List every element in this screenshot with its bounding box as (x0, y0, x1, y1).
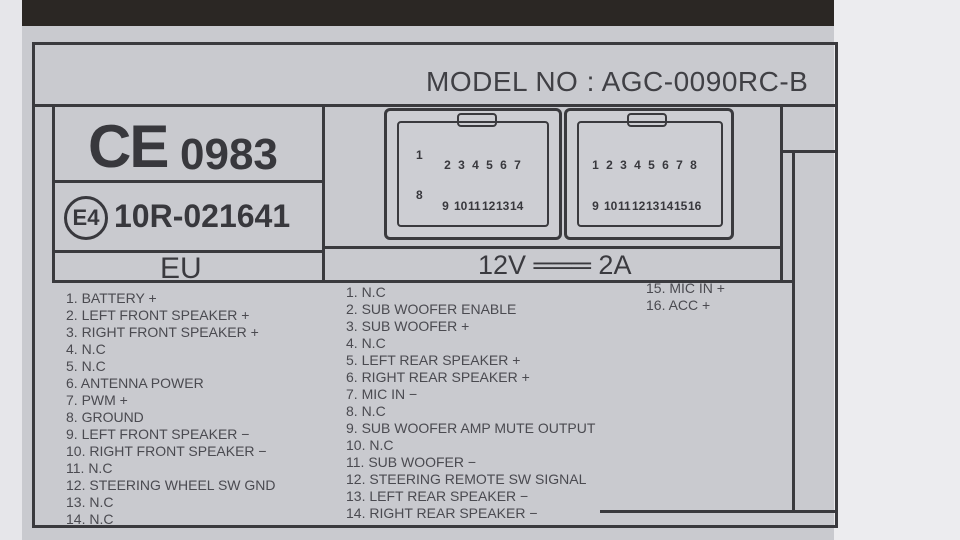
connector-b-latch (627, 113, 667, 127)
pin-description: 8. N.C (346, 403, 386, 419)
pin-description: 8. GROUND (66, 409, 144, 425)
ce-number: 0983 (180, 130, 278, 179)
ce-mark: CE (88, 113, 169, 180)
e-approval-number: 10R-021641 (114, 198, 291, 234)
pin-description: 11. SUB WOOFER − (346, 454, 477, 470)
divider-bottom (600, 510, 838, 513)
label-frame (32, 42, 838, 528)
pin-description: 13. N.C (66, 494, 114, 510)
pin-description: 6. RIGHT REAR SPEAKER + (346, 369, 530, 385)
connector-b-pin-label: 3 (620, 158, 627, 172)
pin-description: 3. RIGHT FRONT SPEAKER + (66, 324, 259, 340)
connector-a-pin-label: 5 (486, 158, 493, 172)
connector-a-pin-label: 4 (472, 158, 479, 172)
pin-description: 15. MIC IN + (646, 280, 725, 296)
pin-description: 4. N.C (346, 335, 386, 351)
divider-left-edge (52, 104, 55, 280)
pin-description: 9. SUB WOOFER AMP MUTE OUTPUT (346, 420, 596, 436)
divider-power (52, 280, 792, 283)
divider-model (32, 104, 838, 107)
connector-a-pin-label: 11 (468, 199, 481, 213)
connector-b-pin-label: 5 (648, 158, 655, 172)
connector-b-pin-label: 7 (676, 158, 683, 172)
connector-b-pin-label: 13 (646, 199, 660, 213)
pin-description: 12. STEERING WHEEL SW GND (66, 477, 276, 493)
pin-description: 14. RIGHT REAR SPEAKER − (346, 505, 538, 521)
connector-a-pin-label: 13 (496, 199, 510, 213)
pin-list-connector-a: 1. BATTERY +2. LEFT FRONT SPEAKER +3. RI… (66, 290, 276, 528)
connector-b-pin-label: 8 (690, 158, 697, 172)
connector-a-pin-1: 1 (416, 148, 423, 162)
power-rating: 12V ═══ 2A (478, 250, 632, 280)
pin-description: 5. LEFT REAR SPEAKER + (346, 352, 521, 368)
connector-b-pin-label: 10 (604, 199, 618, 213)
connector-b (564, 108, 734, 240)
connector-b-pin-label: 16 (688, 199, 702, 213)
connector-b-pin-label: 1 (592, 158, 599, 172)
connector-a-pin-label: 14 (510, 199, 524, 213)
divider-right-cell (782, 150, 838, 153)
connector-a-pin-8: 8 (416, 188, 423, 202)
dark-top-edge (22, 0, 834, 26)
connector-a-pin-label: 2 (444, 158, 451, 172)
pin-description: 16. ACC + (646, 297, 711, 313)
pin-description: 2. LEFT FRONT SPEAKER + (66, 307, 250, 323)
background-left (0, 0, 22, 540)
pin-description: 10. RIGHT FRONT SPEAKER − (66, 443, 267, 459)
connector-b-pin-label: 4 (634, 158, 641, 172)
connector-a-pin-label: 3 (458, 158, 465, 172)
pin-description: 14. N.C (66, 511, 114, 527)
pin-description: 7. PWM + (66, 392, 128, 408)
connector-b-pin-label: 6 (662, 158, 669, 172)
region-label: EU (160, 252, 202, 285)
connector-a-pin-label: 6 (500, 158, 507, 172)
pin-description: 6. ANTENNA POWER (66, 375, 204, 391)
divider-left-block (322, 104, 325, 280)
pin-description: 13. LEFT REAR SPEAKER − (346, 488, 529, 504)
divider-ce (52, 180, 324, 183)
pin-description: 4. N.C (66, 341, 106, 357)
pin-description: 1. BATTERY + (66, 290, 157, 306)
pin-list-connector-b-extra: 15. MIC IN +16. ACC + (646, 280, 725, 314)
connector-a-pin-label: 10 (454, 199, 468, 213)
connector-b-pin-label: 15 (674, 199, 688, 213)
connector-b-body (577, 121, 723, 227)
background-right (834, 0, 960, 540)
connector-a-pin-label: 12 (482, 199, 496, 213)
divider-connector (324, 246, 780, 249)
connector-b-pin-label: 9 (592, 199, 599, 213)
divider-right-lower (792, 150, 795, 510)
connector-b-pin-label: 12 (632, 199, 646, 213)
pin-description: 3. SUB WOOFER + (346, 318, 470, 334)
pin-description: 11. N.C (66, 460, 113, 476)
connector-a-latch (457, 113, 497, 127)
connector-a-body (397, 121, 549, 227)
pin-description: 10. N.C (346, 437, 394, 453)
pin-description: 7. MIC IN − (346, 386, 418, 402)
connector-a-pin-label: 9 (442, 199, 449, 213)
connector-b-pin-label: 2 (606, 158, 613, 172)
connector-a (384, 108, 562, 240)
connector-b-pin-label: 11 (618, 199, 631, 213)
pin-description: 2. SUB WOOFER ENABLE (346, 301, 517, 317)
pin-description: 9. LEFT FRONT SPEAKER − (66, 426, 250, 442)
divider-right (780, 104, 783, 280)
model-number: MODEL NO : AGC-0090RC-B (426, 66, 809, 97)
connector-b-pin-label: 14 (660, 199, 674, 213)
e-mark-icon: E4 (64, 196, 108, 240)
pin-description: 5. N.C (66, 358, 106, 374)
pin-description: 12. STEERING REMOTE SW SIGNAL (346, 471, 587, 487)
connector-a-pin-label: 7 (514, 158, 521, 172)
divider-emark (52, 250, 324, 253)
pin-description: 1. N.C (346, 284, 386, 300)
